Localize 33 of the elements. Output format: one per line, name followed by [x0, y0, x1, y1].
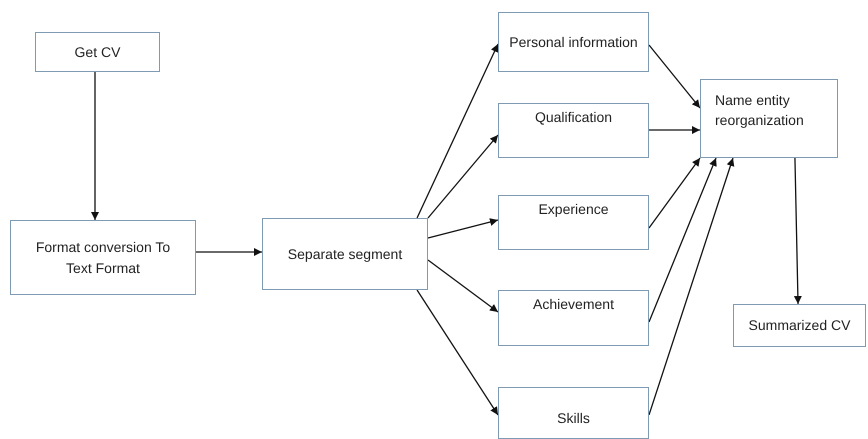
- process-box: [498, 290, 649, 346]
- arrow: [196, 248, 262, 256]
- box-label: Separate segment: [288, 244, 402, 264]
- box-label: Format conversion To Text Format: [34, 238, 172, 278]
- arrow: [648, 44, 700, 108]
- arrow: [91, 72, 99, 220]
- process-box: [733, 304, 866, 347]
- arrow: [648, 158, 734, 416]
- box-label: Experience: [538, 200, 609, 219]
- box-label: Skills: [557, 409, 590, 428]
- box-label: Summarized CV: [748, 316, 850, 336]
- process-box: [35, 32, 160, 72]
- arrow: [416, 290, 499, 416]
- arrow: [648, 158, 701, 228]
- process-box: [262, 218, 428, 290]
- process-box: [498, 12, 649, 72]
- arrow: [648, 158, 717, 322]
- box-label: Get CV: [74, 42, 120, 62]
- arrow: [649, 126, 700, 134]
- process-box: [498, 103, 649, 158]
- box-label: Qualification: [534, 108, 612, 127]
- process-box: [10, 220, 196, 295]
- arrow: [794, 158, 802, 304]
- arrow: [416, 44, 499, 218]
- process-box: [700, 79, 838, 158]
- box-label: Achievement: [533, 295, 614, 314]
- process-box: [498, 195, 649, 250]
- box-label: Name entity reorganization: [715, 91, 805, 130]
- process-box: [498, 387, 649, 439]
- arrow: [428, 134, 498, 218]
- arrow: [428, 259, 498, 313]
- arrow: [428, 218, 498, 239]
- box-label: Personal information: [509, 32, 638, 52]
